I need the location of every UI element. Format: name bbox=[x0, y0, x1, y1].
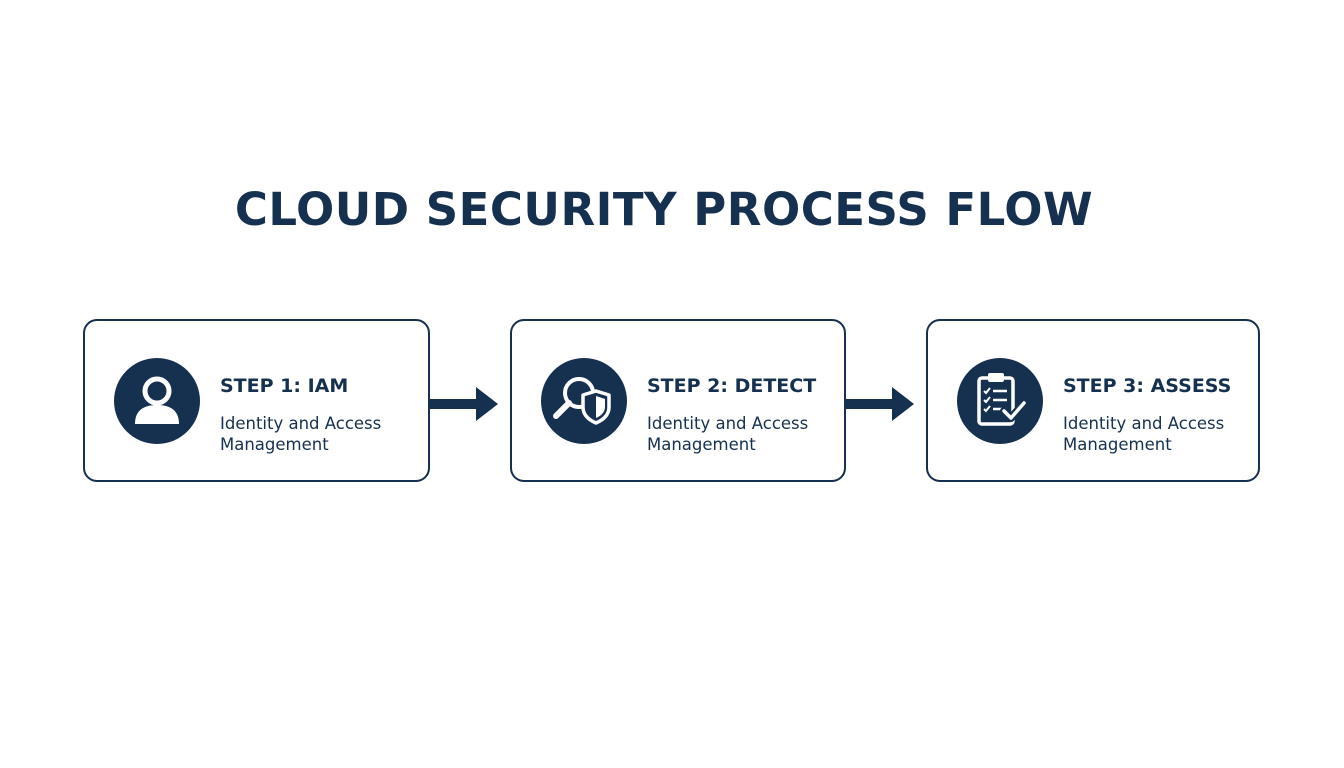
step-card-assess: STEP 3: ASSESS Identity and Access Manag… bbox=[926, 319, 1260, 482]
step-description: Identity and Access Management bbox=[1063, 414, 1225, 454]
clipboard-checklist-icon bbox=[957, 358, 1043, 444]
step-title: STEP 2: DETECT bbox=[647, 375, 817, 397]
step-card-detect: STEP 2: DETECT Identity and Access Manag… bbox=[510, 319, 846, 482]
magnifier-shield-icon bbox=[541, 358, 627, 444]
step-title: STEP 1: IAM bbox=[220, 375, 349, 397]
step-card-iam: STEP 1: IAM Identity and Access Manageme… bbox=[83, 319, 430, 482]
step-title: STEP 3: ASSESS bbox=[1063, 375, 1232, 397]
flow-arrow-2-to-3 bbox=[846, 387, 914, 421]
flow-arrow-1-to-2 bbox=[430, 387, 498, 421]
step-description: Identity and Access Management bbox=[647, 414, 809, 454]
step-description: Identity and Access Management bbox=[220, 414, 382, 454]
user-icon bbox=[114, 358, 200, 444]
diagram-title: CLOUD SECURITY PROCESS FLOW bbox=[234, 183, 1094, 236]
